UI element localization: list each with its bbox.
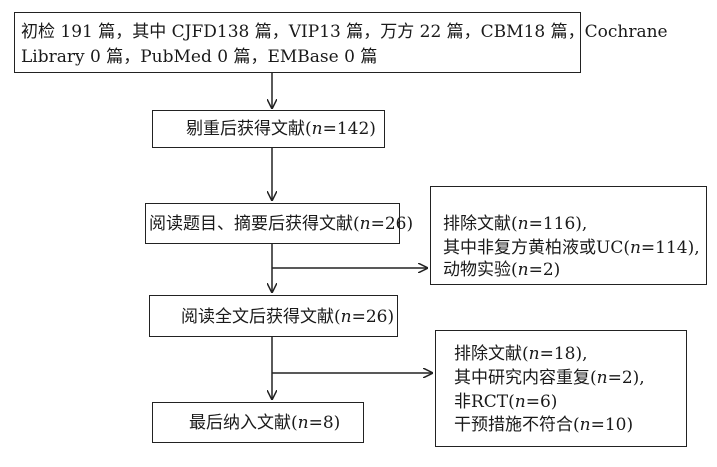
exclusion2-line1: 排除文献(n=18),: [454, 344, 588, 364]
exclusion1-line2: 其中非复方黄柏液或UC(n=114),: [443, 238, 700, 258]
dedup-box: 剔重后获得文献(n=142): [152, 110, 385, 148]
exclusion1-line1: 排除文献(n=116),: [443, 214, 588, 234]
exclusion2-line3: 非RCT(n=6): [454, 392, 558, 412]
initial-search-line2: Library 0 篇，PubMed 0 篇，EMBase 0 篇: [21, 47, 378, 67]
final-label: 最后纳入文献(n=8): [189, 413, 341, 433]
fulltext-label: 阅读全文后获得文献(n=26): [181, 307, 395, 327]
title-abstract-box: 阅读题目、摘要后获得文献(n=26): [145, 203, 413, 244]
exclusion1-line3: 动物实验(n=2): [443, 260, 561, 280]
title-abstract-label: 阅读题目、摘要后获得文献(n=26): [149, 214, 414, 234]
initial-search-box: 初检 191 篇，其中 CJFD138 篇，VIP13 篇，万方 22 篇，CB…: [14, 12, 668, 73]
exclusion-box-1: 排除文献(n=116), 其中非复方黄柏液或UC(n=114), 动物实验(n=…: [430, 186, 707, 285]
initial-search-line1: 初检 191 篇，其中 CJFD138 篇，VIP13 篇，万方 22 篇，CB…: [21, 22, 668, 42]
final-box: 最后纳入文献(n=8): [152, 402, 364, 443]
exclusion2-line2: 其中研究内容重复(n=2),: [454, 368, 645, 388]
exclusion2-line4: 干预措施不符合(n=10): [454, 415, 634, 435]
fulltext-box: 阅读全文后获得文献(n=26): [149, 295, 398, 337]
dedup-label: 剔重后获得文献(n=142): [186, 119, 376, 139]
exclusion-box-2: 排除文献(n=18), 其中研究内容重复(n=2), 非RCT(n=6) 干预措…: [435, 330, 687, 447]
